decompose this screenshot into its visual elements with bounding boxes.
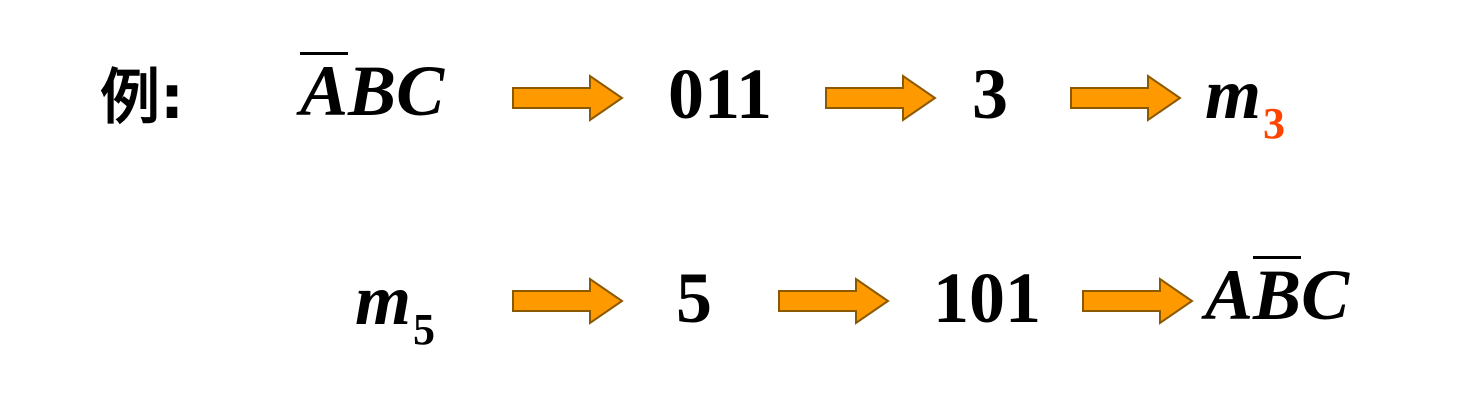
arrow-icon (1070, 74, 1182, 122)
row1-decimal: 3 (972, 54, 1008, 134)
arrow-icon (1082, 277, 1194, 325)
example-label: 例: (100, 63, 184, 133)
row1-minterm-subscript: 3 (1263, 99, 1286, 148)
row2-minterm-subscript: 5 (413, 305, 436, 354)
row2-decimal: 5 (676, 258, 712, 338)
row2-expr-c: C (1301, 255, 1350, 335)
row2-minterm-var: m (355, 260, 412, 340)
row1-minterm-var: m (1205, 54, 1262, 134)
arrow-icon (512, 74, 624, 122)
row1-binary: 011 (668, 54, 773, 134)
row1-expr-a-overlined: A (300, 51, 349, 131)
arrow-icon (778, 277, 890, 325)
row1-minterm: m3 (1205, 58, 1285, 146)
row2-expr-b-overlined: B (1253, 255, 1302, 335)
row1-expr-c: C (396, 51, 445, 131)
row2-binary: 101 (933, 258, 1041, 338)
row2-minterm: m5 (355, 264, 435, 352)
row2-expression: ABC (1205, 256, 1349, 331)
arrow-icon (825, 74, 937, 122)
row1-expression: ABC (300, 52, 444, 127)
row1-expr-b: B (348, 51, 397, 131)
row2-expr-a: A (1205, 255, 1254, 335)
arrow-icon (512, 277, 624, 325)
